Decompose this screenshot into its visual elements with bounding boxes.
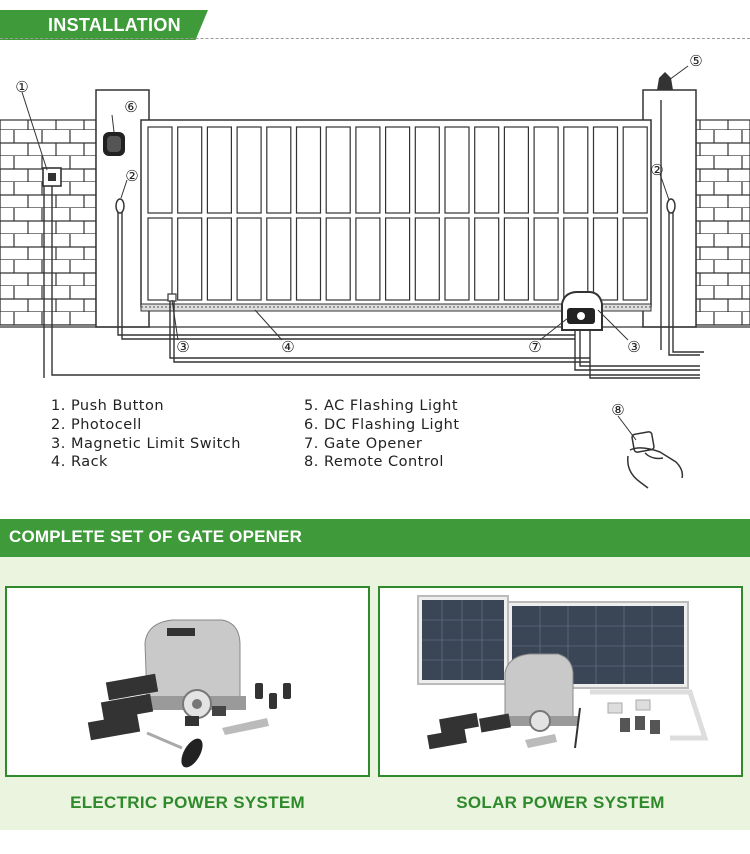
- callout-rack: ④: [281, 338, 294, 356]
- legend-right: 5. AC Flashing Light 6. DC Flashing Ligh…: [304, 397, 460, 472]
- callout-push-button: ①: [15, 78, 28, 96]
- gate-slat: [533, 126, 559, 214]
- gate-slat: [147, 126, 173, 214]
- gate-slat: [533, 217, 559, 301]
- complete-set-title: COMPLETE SET OF GATE OPENER: [9, 527, 303, 546]
- gate-slat: [474, 217, 500, 301]
- gate-slat: [236, 217, 262, 301]
- gate-slat: [563, 126, 589, 214]
- gate-slat: [622, 126, 648, 214]
- gate-slat: [503, 217, 529, 301]
- legend-left: 1. Push Button 2. Photocell 3. Magnetic …: [51, 397, 241, 472]
- installation-title: INSTALLATION: [48, 15, 181, 35]
- gate-slat: [177, 126, 203, 214]
- callout-gate-opener: ⑦: [528, 338, 541, 356]
- gate-slat: [206, 217, 232, 301]
- gate-slat: [563, 217, 589, 301]
- solar-kit-panel: [378, 586, 743, 777]
- solar-power-caption: SOLAR POWER SYSTEM: [456, 793, 665, 812]
- installation-diagram: ① ⑥ ② ② ⑤ ③ ④ ⑦ ③: [0, 52, 750, 379]
- gate-slat: [177, 217, 203, 301]
- photocell-right: [666, 198, 676, 214]
- complete-set-banner: [0, 519, 750, 557]
- legend-item: 4. Rack: [51, 454, 108, 471]
- legend-item: 8. Remote Control: [304, 454, 444, 471]
- legend-item: 1. Push Button: [51, 398, 165, 414]
- callout-dc-light: ⑥: [124, 98, 137, 116]
- gate-panels: [147, 126, 648, 301]
- electric-kit-image: [87, 619, 291, 768]
- legend-item: 3. Magnetic Limit Switch: [51, 435, 241, 452]
- legend-item: 6. DC Flashing Light: [304, 416, 460, 433]
- ac-flashing-light: [657, 72, 673, 90]
- gate-slat: [592, 126, 619, 214]
- gate-slat: [503, 126, 529, 214]
- electric-power-caption: ELECTRIC POWER SYSTEM: [70, 793, 305, 812]
- gate-slat: [295, 217, 322, 301]
- gate-slat: [385, 126, 411, 214]
- callout-photocell-left: ②: [125, 167, 138, 185]
- legend-item: 5. AC Flashing Light: [304, 398, 459, 414]
- gate-slat: [355, 126, 381, 214]
- solar-kit-image: [417, 595, 709, 750]
- gate-slat: [147, 217, 173, 301]
- left-brick-wall: [0, 119, 97, 326]
- gate-slat: [325, 217, 351, 301]
- gate-slat: [236, 126, 262, 214]
- right-brick-wall: [695, 119, 750, 326]
- legend-item: 2. Photocell: [51, 416, 142, 433]
- electric-kit-panel: [5, 586, 370, 777]
- callout-limit-switch-left: ③: [176, 338, 189, 356]
- legend-item: 7. Gate Opener: [304, 435, 423, 452]
- gate-slat: [266, 217, 292, 301]
- remote-control-illustration: ⑧: [611, 401, 684, 489]
- callout-photocell-right: ②: [650, 161, 663, 179]
- gate-slat: [414, 217, 440, 301]
- photocell-left: [115, 198, 125, 214]
- gate-slat: [355, 217, 381, 301]
- gate-slat: [474, 126, 500, 214]
- gate-slat: [385, 217, 411, 301]
- gate-slat: [444, 126, 470, 214]
- gate-slat: [295, 126, 322, 214]
- gate-slat: [414, 126, 440, 214]
- installation-banner: INSTALLATION: [0, 10, 208, 40]
- gate-slat: [325, 126, 351, 214]
- gate-slat: [206, 126, 232, 214]
- callout-ac-light: ⑤: [689, 52, 702, 70]
- gate-slat: [592, 217, 619, 301]
- installation-divider: [0, 38, 750, 39]
- gate-slat: [444, 217, 470, 301]
- products-area: ELECTRIC POWER SYSTEM SOLAR POWER SYSTEM: [0, 557, 750, 830]
- callout-limit-switch-right: ③: [627, 338, 640, 356]
- gate-slat: [622, 217, 648, 301]
- callout-remote: ⑧: [611, 401, 624, 419]
- gate-slat: [266, 126, 292, 214]
